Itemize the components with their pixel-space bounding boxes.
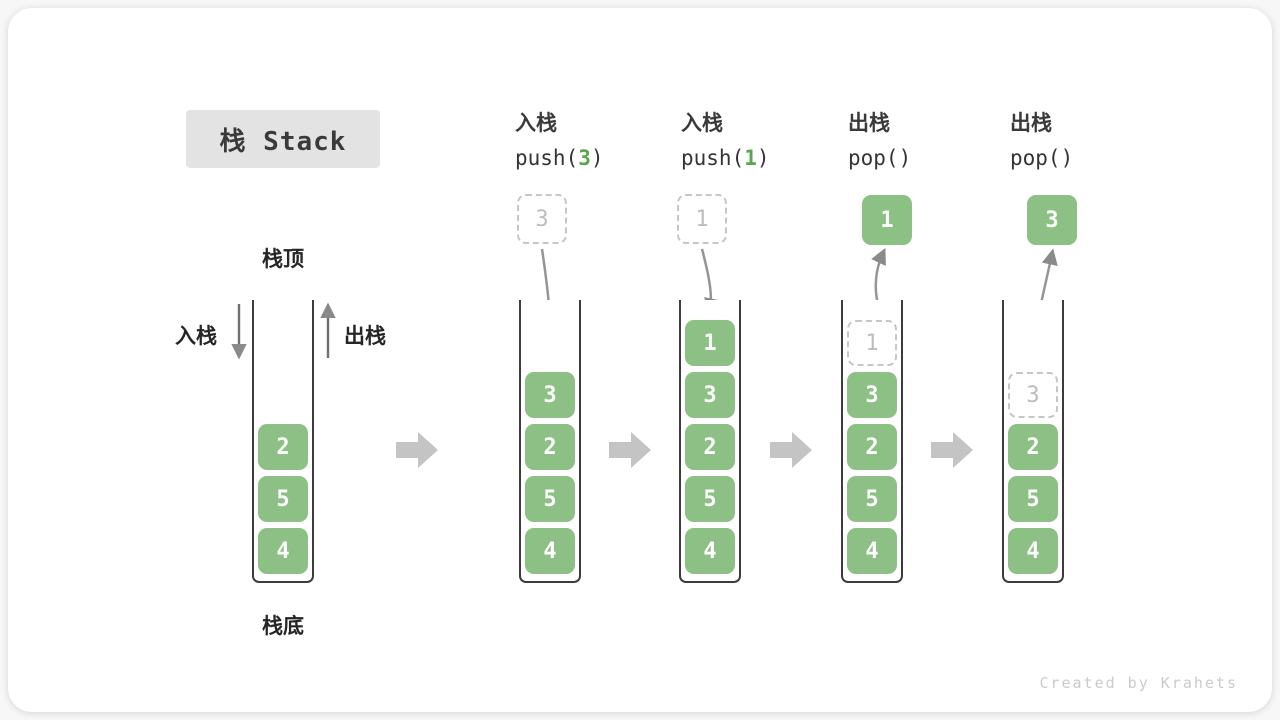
watermark: Created by Krahets <box>1039 674 1238 692</box>
op-header-push1: 入栈 push(1) <box>681 107 770 175</box>
diagram-title-text: 栈 Stack <box>219 126 347 157</box>
step-arrow-icon <box>931 432 973 468</box>
stack-cell: 4 <box>847 528 897 574</box>
op-code: push(1) <box>681 146 770 170</box>
stack-cell: 2 <box>1008 424 1058 470</box>
op-label: 入栈 <box>681 112 723 135</box>
op-code: pop() <box>1010 146 1074 170</box>
op-header-pop-1: 出栈 pop() <box>848 107 911 175</box>
stack-cell: 2 <box>847 424 897 470</box>
floating-element-popped1: 1 <box>862 195 912 245</box>
stack-cell: 2 <box>258 424 308 470</box>
pop-label: 出栈 <box>344 325 386 348</box>
floating-element-popped3: 3 <box>1027 195 1077 245</box>
stack-cell: 3 <box>685 372 735 418</box>
diagram-title: 栈 Stack <box>186 110 380 168</box>
op-header-push3: 入栈 push(3) <box>515 107 604 175</box>
stack-cell: 2 <box>525 424 575 470</box>
stack-cell: 5 <box>525 476 575 522</box>
op-label: 出栈 <box>848 112 890 135</box>
stack-cell: 4 <box>258 528 308 574</box>
stack-cell: 2 <box>685 424 735 470</box>
op-header-pop-2: 出栈 pop() <box>1010 107 1073 175</box>
stack-cell: 5 <box>1008 476 1058 522</box>
floating-element-push1: 1 <box>677 194 727 244</box>
op-label: 入栈 <box>515 112 557 135</box>
op-code: push(3) <box>515 146 604 170</box>
stack-bottom-label: 栈底 <box>262 615 304 638</box>
stack-cell: 3 <box>847 372 897 418</box>
floating-element-push3: 3 <box>517 194 567 244</box>
step-arrow-icon <box>770 432 812 468</box>
stack-cell: 3 <box>525 372 575 418</box>
stack-cell: 5 <box>685 476 735 522</box>
stack-cell: 5 <box>258 476 308 522</box>
step-arrow-icon <box>609 432 651 468</box>
op-code: pop() <box>848 146 912 170</box>
stack-cell: 4 <box>525 528 575 574</box>
stack-cell-ghost: 3 <box>1008 372 1058 418</box>
stack-cell: 5 <box>847 476 897 522</box>
step-arrow-icon <box>396 432 438 468</box>
stack-cell-ghost: 1 <box>847 320 897 366</box>
stack-top-label: 栈顶 <box>262 248 304 271</box>
stack-cell: 1 <box>685 320 735 366</box>
stack-cell: 4 <box>1008 528 1058 574</box>
push-label: 入栈 <box>175 325 217 348</box>
stack-cell: 4 <box>685 528 735 574</box>
op-label: 出栈 <box>1010 112 1052 135</box>
